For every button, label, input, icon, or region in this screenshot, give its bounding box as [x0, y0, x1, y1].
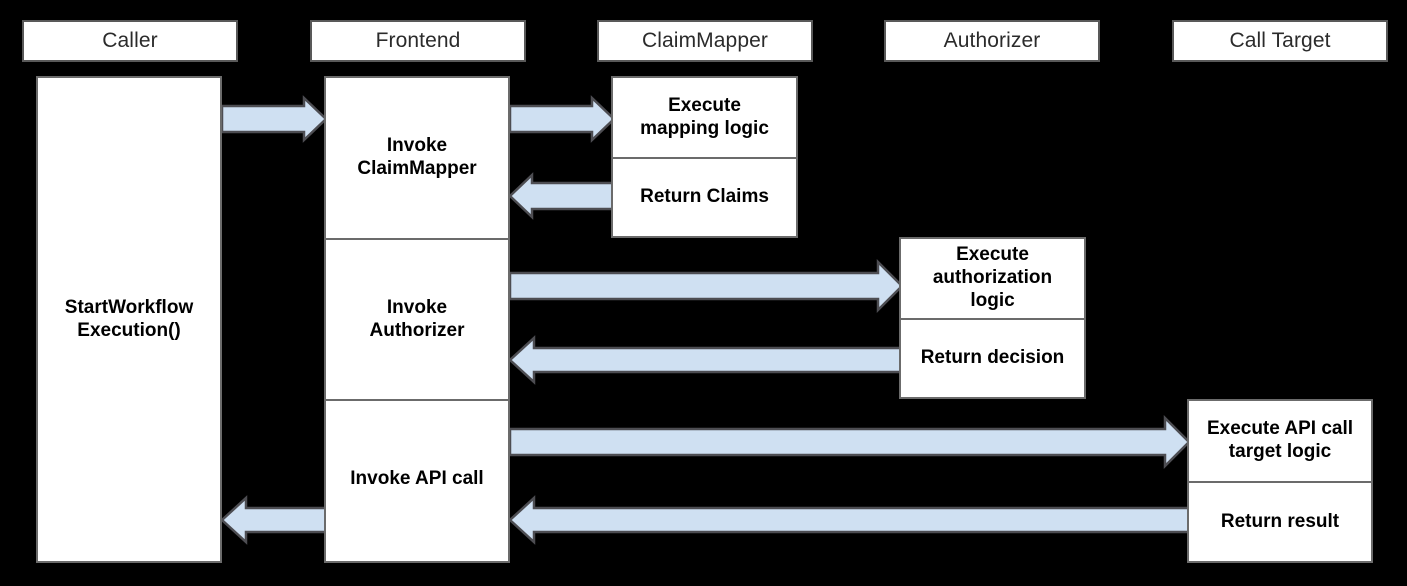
message-arrow-frontend-to-claimmapper[interactable]	[508, 95, 616, 143]
activation-label-return-decision: Return decision	[920, 347, 1065, 369]
activation-segment-execute-authorization-logic: Execute authorization logic	[901, 239, 1084, 318]
activation-label-invoke-authorizer: Invoke Authorizer	[369, 296, 465, 341]
lifeline-header-caller[interactable]: Caller	[22, 20, 238, 62]
lifeline-header-authorizer[interactable]: Authorizer	[884, 20, 1100, 62]
lifeline-label-authorizer: Authorizer	[943, 29, 1041, 52]
activation-segment-invoke-authorizer: Invoke Authorizer	[326, 238, 508, 399]
activation-label-execute-mapping-logic: Execute mapping logic	[640, 94, 769, 139]
activation-segment-return-claims: Return Claims	[613, 157, 796, 236]
message-arrow-authorizer-to-frontend[interactable]	[508, 335, 904, 385]
lifeline-header-claimmapper[interactable]: ClaimMapper	[597, 20, 813, 62]
activation-claimmapper[interactable]: Execute mapping logic Return Claims	[611, 76, 798, 238]
activation-label-return-claims: Return Claims	[640, 186, 769, 208]
message-arrow-calltarget-to-frontend[interactable]	[508, 495, 1191, 545]
activation-calltarget[interactable]: Execute API call target logic Return res…	[1187, 399, 1373, 563]
activation-label-startworkflow: StartWorkflow Execution()	[64, 296, 194, 341]
activation-label-invoke-claimmapper: Invoke ClaimMapper	[357, 135, 477, 179]
message-arrow-caller-to-frontend[interactable]	[220, 95, 328, 143]
lifeline-label-caller: Caller	[102, 29, 158, 52]
activation-segment-invoke-claimmapper: Invoke ClaimMapper	[326, 78, 508, 238]
lifeline-label-calltarget: Call Target	[1229, 29, 1331, 52]
activation-frontend[interactable]: Invoke ClaimMapper Invoke Authorizer Inv…	[324, 76, 510, 563]
activation-segment-invoke-api-call: Invoke API call	[326, 399, 508, 557]
activation-segment-execute-mapping-logic: Execute mapping logic	[613, 78, 796, 157]
activation-segment-execute-api-call-target-logic: Execute API call target logic	[1189, 401, 1371, 481]
lifeline-header-frontend[interactable]: Frontend	[310, 20, 526, 62]
lifeline-label-claimmapper: ClaimMapper	[642, 29, 768, 52]
message-arrow-frontend-to-calltarget[interactable]	[508, 414, 1191, 470]
activation-label-invoke-api-call: Invoke API call	[350, 467, 484, 489]
activation-segment-startworkflow: StartWorkflow Execution()	[38, 78, 220, 561]
lifeline-label-frontend: Frontend	[375, 29, 461, 52]
lifeline-header-calltarget[interactable]: Call Target	[1172, 20, 1388, 62]
activation-authorizer[interactable]: Execute authorization logic Return decis…	[899, 237, 1086, 399]
message-arrow-claimmapper-to-frontend[interactable]	[508, 172, 616, 220]
activation-label-execute-api-call-target-logic: Execute API call target logic	[1206, 418, 1354, 462]
activation-segment-return-result: Return result	[1189, 481, 1371, 561]
activation-segment-return-decision: Return decision	[901, 318, 1084, 397]
activation-label-execute-authorization-logic: Execute authorization logic	[932, 244, 1053, 311]
message-arrow-frontend-to-authorizer[interactable]	[508, 258, 904, 314]
message-arrow-frontend-to-caller[interactable]	[220, 495, 328, 545]
activation-label-return-result: Return result	[1220, 510, 1340, 532]
activation-caller[interactable]: StartWorkflow Execution()	[36, 76, 222, 563]
